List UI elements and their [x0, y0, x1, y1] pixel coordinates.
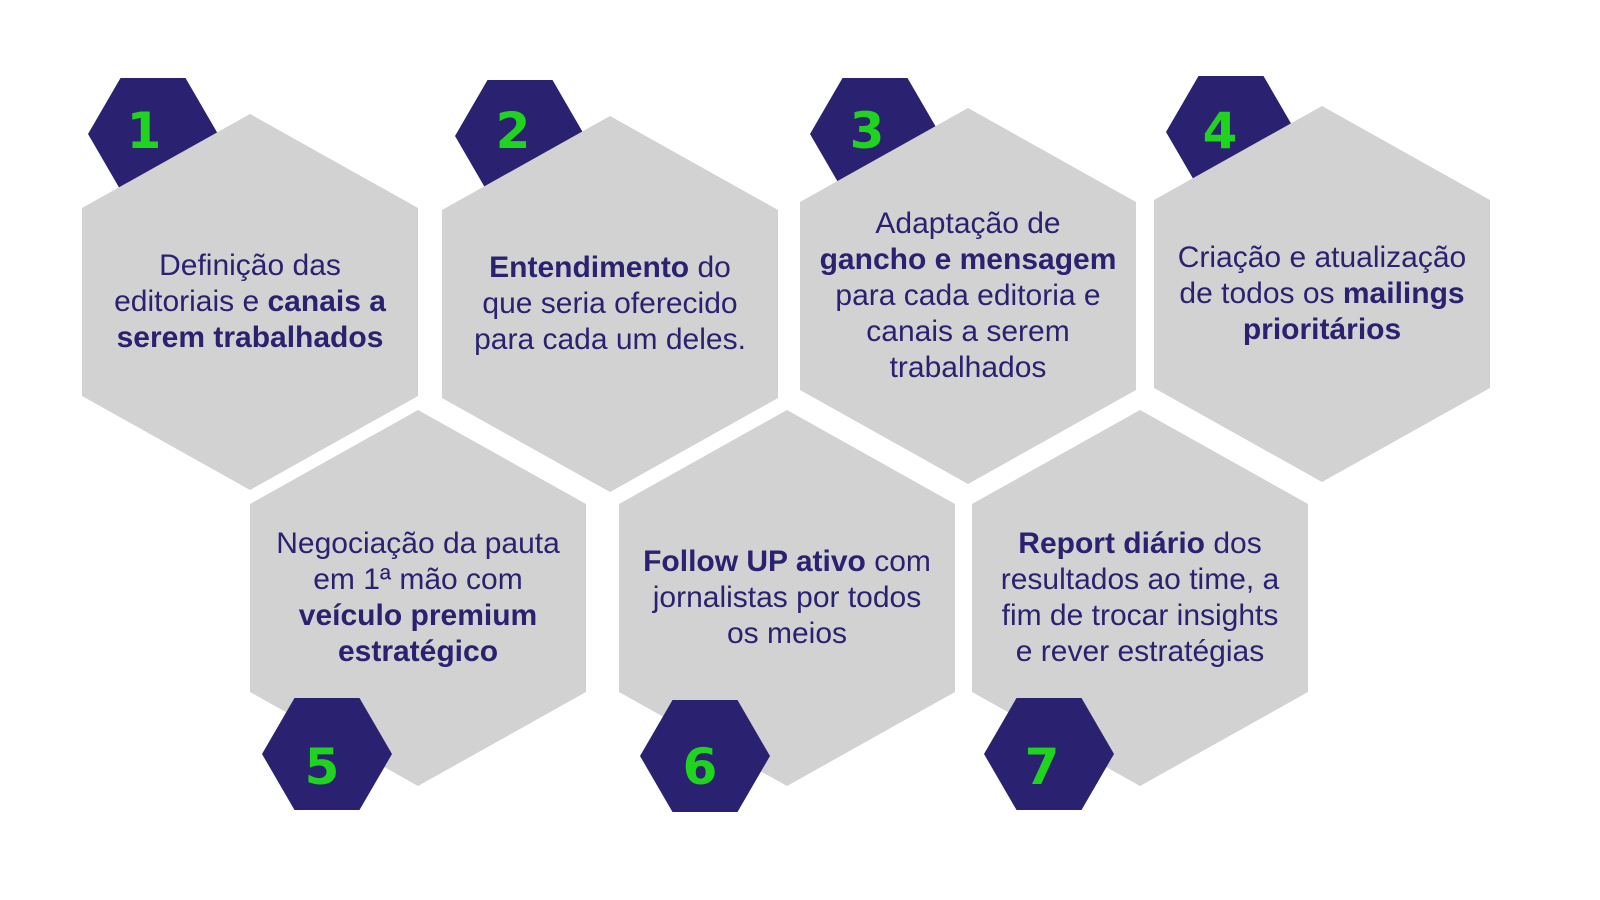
step-5-badge [262, 698, 392, 810]
step-2-text-part: do que seria oferecido para cada um dele… [474, 251, 746, 356]
step-3-text-part: Adaptação de [875, 207, 1061, 240]
step-1-text-bold: canais a serem trabalhados [116, 285, 386, 354]
step-6-text-bold: Follow UP ativo [643, 545, 866, 578]
step-1-text: Definição das editoriais e canais a sere… [100, 248, 400, 356]
step-1-text-part: Definição das editoriais e [114, 249, 341, 318]
step-7-text-bold: Report diário [1018, 527, 1205, 560]
step-6-text-part: com jornalistas por todos os meios [652, 545, 931, 650]
step-7-number: 7 [1024, 738, 1060, 796]
step-1-hexagon: Definição das editoriais e canais a sere… [82, 114, 418, 490]
step-2-text: Entendimento do que seria oferecido para… [460, 250, 760, 358]
step-2-number: 2 [495, 102, 531, 160]
step-3-text-part-2: para cada editoria e canais a serem trab… [835, 279, 1101, 384]
step-5-text-bold: veículo premium estratégico [298, 599, 538, 668]
step-6-badge [640, 700, 770, 812]
step-3-number: 3 [849, 102, 885, 160]
step-7-text-part: dos resultados ao time, a fim de trocar … [1000, 527, 1280, 668]
step-3-text-bold: gancho e mensagem [819, 243, 1117, 276]
step-5-number: 5 [304, 738, 340, 796]
step-7-text: Report diário dos resultados ao time, a … [990, 526, 1290, 670]
step-1-number: 1 [126, 102, 162, 160]
step-5-text: Negociação da pauta em 1ª mão com veícul… [268, 526, 568, 670]
step-6-number: 6 [682, 738, 718, 796]
step-4-text: Criação e atualização de todos os mailin… [1172, 240, 1472, 348]
step-4-number: 4 [1202, 102, 1238, 160]
step-6-text: Follow UP ativo com jornalistas por todo… [637, 544, 937, 652]
step-3-text: Adaptação de gancho e mensagem para cada… [818, 206, 1118, 386]
step-4-text-part: Criação e atualização de todos os [1177, 241, 1467, 310]
step-5-text-part: Negociação da pauta em 1ª mão com [276, 527, 560, 596]
step-4-text-bold: mailings prioritários [1242, 277, 1465, 346]
step-2-text-bold: Entendimento [489, 251, 690, 284]
